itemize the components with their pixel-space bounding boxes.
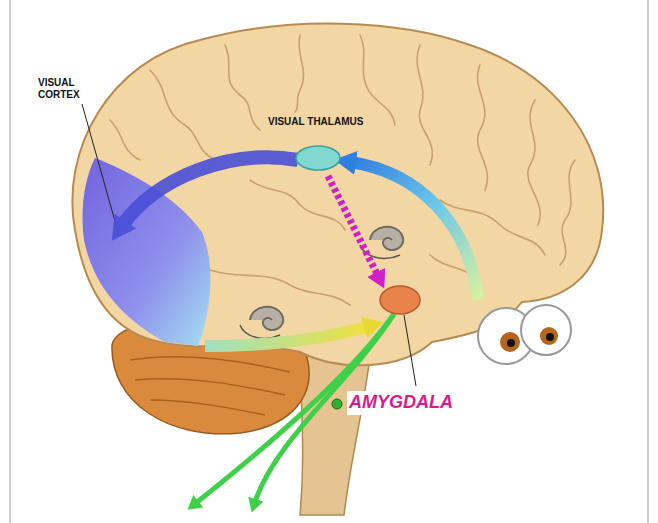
- region-label: VISUAL THALAMUS: [266, 115, 365, 129]
- region-label: VISUAL CORTEX: [36, 76, 98, 102]
- region-label: AMYGDALA: [347, 391, 455, 415]
